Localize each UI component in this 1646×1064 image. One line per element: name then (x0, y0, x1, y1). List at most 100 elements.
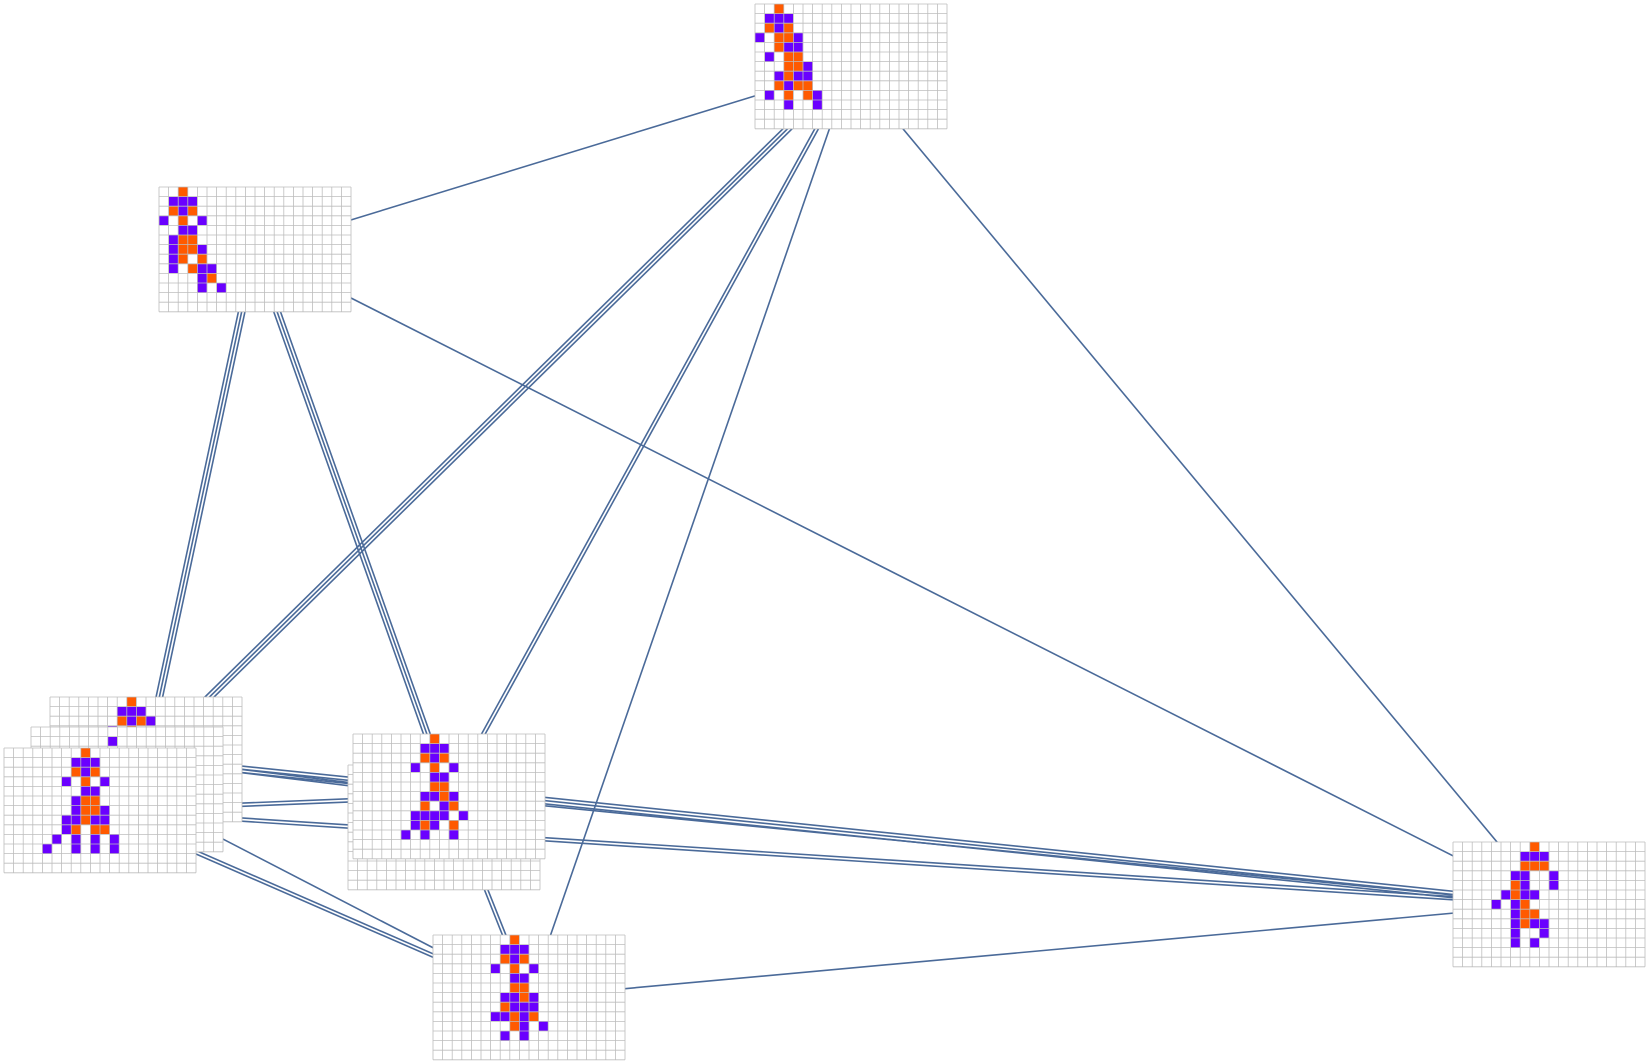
edge-n-upper-left-n-center-front (251, 250, 447, 798)
purple-cell (1520, 880, 1530, 890)
orange-cell (509, 983, 520, 993)
purple-cell (509, 1002, 520, 1012)
orange-cell (420, 801, 430, 811)
purple-cell (500, 992, 510, 1003)
purple-cell (197, 244, 207, 255)
node-n-top[interactable] (754, 3, 948, 130)
orange-cell (783, 52, 794, 62)
orange-cell (803, 80, 813, 91)
node-n-bottom[interactable] (432, 934, 626, 1061)
purple-cell (755, 32, 765, 43)
purple-cell (197, 283, 207, 293)
purple-cell (1549, 880, 1559, 890)
orange-cell (529, 1011, 539, 1022)
orange-cell (764, 23, 775, 33)
purple-cell (1539, 918, 1549, 929)
purple-cell (803, 61, 813, 72)
purple-cell (410, 762, 421, 773)
purple-cell (509, 973, 520, 983)
purple-cell (420, 743, 430, 754)
orange-cell (509, 935, 520, 945)
purple-cell (500, 1011, 510, 1022)
orange-cell (793, 52, 803, 62)
purple-cell (159, 215, 169, 226)
purple-cell (71, 844, 81, 854)
purple-cell (538, 1021, 549, 1031)
purple-cell (1520, 870, 1530, 881)
orange-cell (439, 791, 449, 802)
purple-cell (100, 815, 110, 825)
orange-cell (168, 206, 179, 216)
edge-n-upper-left-n-left-back (142, 248, 253, 759)
purple-cell (783, 13, 794, 24)
purple-cell (429, 743, 440, 754)
purple-cell (1520, 890, 1530, 900)
purple-cell (490, 963, 501, 974)
orange-cell (1520, 909, 1530, 919)
node-n-right[interactable] (1452, 841, 1646, 968)
purple-cell (793, 42, 803, 52)
orange-cell (80, 776, 91, 787)
orange-cell (71, 767, 81, 777)
purple-cell (764, 90, 775, 100)
purple-cell (529, 992, 539, 1003)
purple-cell (764, 52, 775, 62)
purple-cell (71, 805, 81, 816)
edge-n-upper-left-n-center-front (257, 248, 453, 796)
orange-cell (1510, 890, 1521, 900)
grid-lines (352, 733, 546, 860)
purple-cell (429, 791, 440, 802)
edge-n-top-n-left-back (143, 63, 850, 758)
purple-cell (420, 810, 430, 821)
orange-cell (449, 801, 459, 811)
purple-cell (1510, 899, 1521, 910)
node-n-left-front[interactable] (3, 747, 197, 874)
orange-cell (1529, 861, 1540, 871)
purple-cell (1529, 938, 1540, 948)
edge-n-left-front-n-right (100, 808, 1550, 904)
orange-cell (178, 244, 188, 255)
orange-cell (519, 983, 529, 993)
orange-cell (207, 273, 217, 283)
purple-cell (783, 100, 794, 110)
orange-cell (178, 187, 188, 197)
purple-cell (519, 1021, 529, 1031)
node-n-upper-left[interactable] (158, 186, 352, 313)
purple-cell (71, 834, 81, 844)
purple-cell (429, 753, 440, 763)
purple-cell (178, 206, 188, 216)
purple-cell (1529, 890, 1540, 900)
purple-cell (107, 736, 118, 747)
edges-layer (99, 63, 1550, 1000)
purple-cell (80, 757, 91, 768)
purple-cell (207, 263, 217, 274)
node-n-center-front[interactable] (352, 733, 546, 860)
purple-cell (764, 13, 775, 24)
orange-cell (117, 716, 127, 726)
purple-cell (1510, 870, 1521, 881)
edge-n-upper-left-n-left-back (145, 249, 256, 760)
purple-cell (168, 263, 179, 274)
orange-cell (1529, 909, 1540, 919)
orange-cell (1520, 899, 1530, 910)
orange-cell (178, 235, 188, 245)
purple-cell (529, 963, 539, 974)
purple-cell (168, 235, 179, 245)
purple-cell (410, 820, 421, 830)
purple-cell (420, 791, 430, 802)
orange-cell (519, 954, 529, 964)
purple-cell (1491, 899, 1501, 910)
grid-lines (754, 3, 948, 130)
purple-cell (187, 196, 198, 207)
orange-cell (80, 796, 91, 806)
orange-cell (793, 61, 803, 72)
purple-cell (429, 820, 440, 830)
purple-cell (126, 716, 137, 726)
orange-cell (774, 80, 784, 91)
purple-cell (1510, 918, 1521, 929)
purple-cell (1520, 851, 1530, 862)
purple-cell (803, 71, 813, 81)
edge-n-top-n-left-back (145, 65, 852, 760)
edge-n-left-front-n-right (99, 811, 1549, 907)
